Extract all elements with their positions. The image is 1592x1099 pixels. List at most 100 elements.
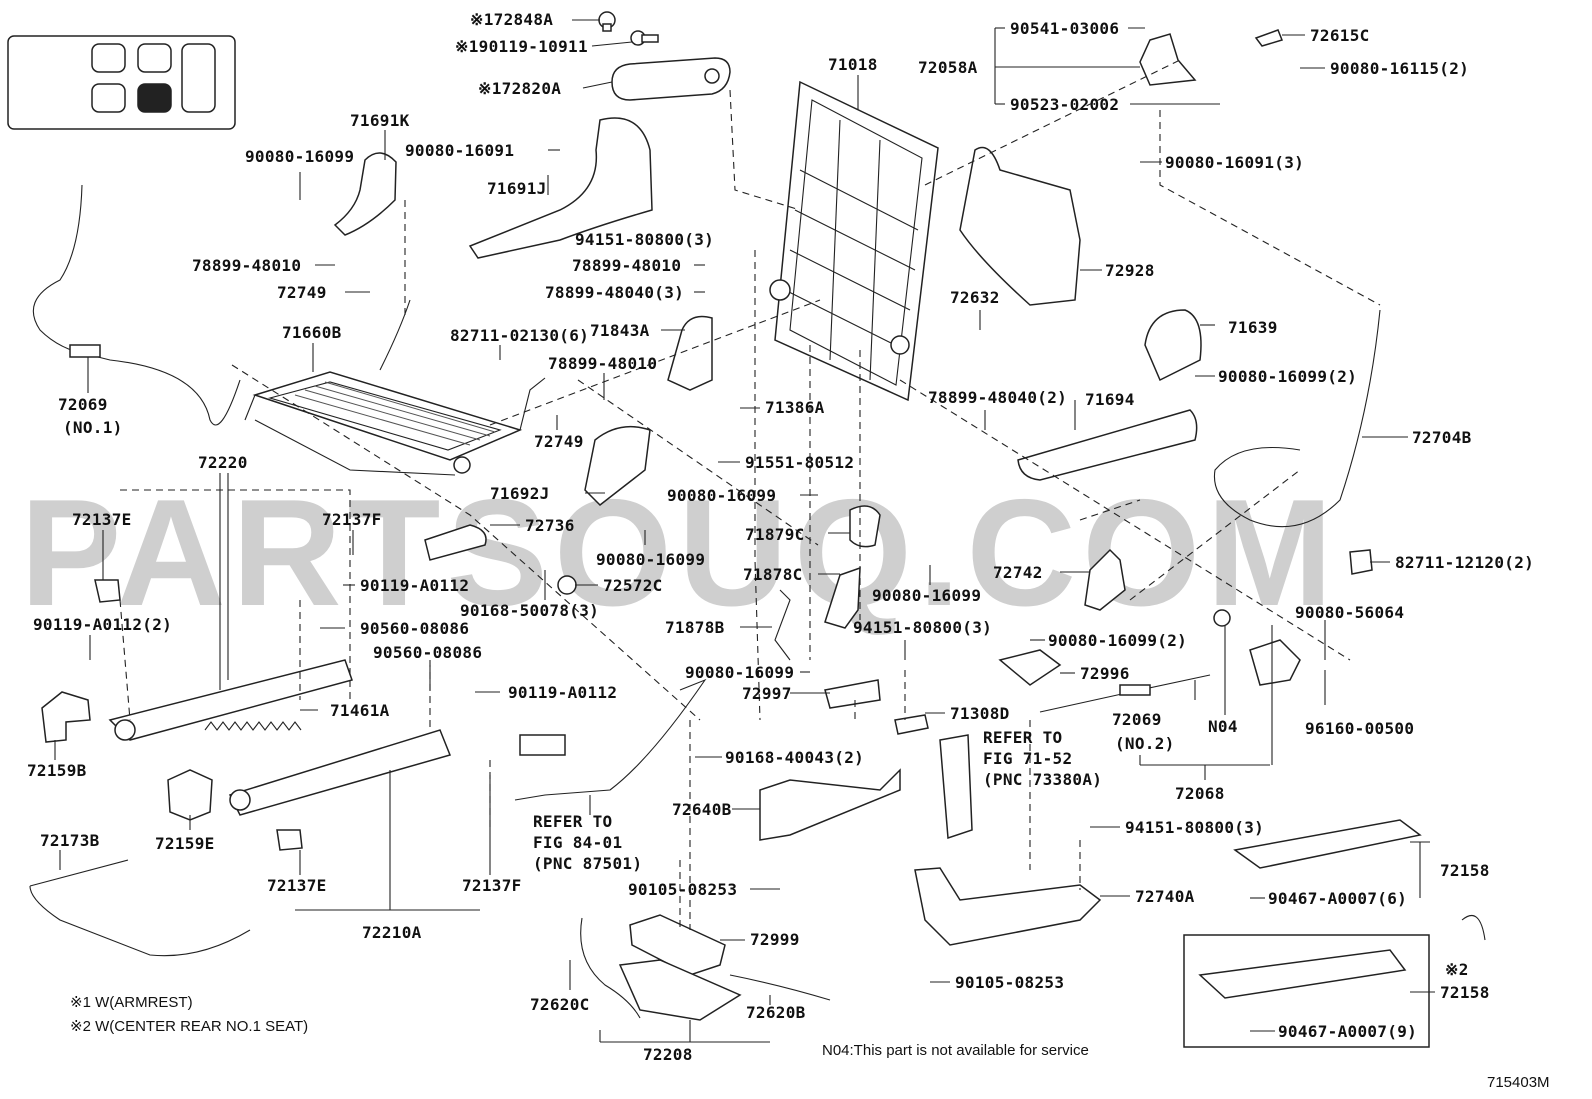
cover-72159B [41,691,91,743]
label-72572C: 72572C [603,576,663,595]
label-72742: 72742 [993,563,1043,582]
spring-71461A [204,721,302,731]
cushion-frame-71660B [244,299,546,476]
label-172820A: ※172820A [478,79,561,98]
label-90080-16099-c: 90080-16099 [667,486,776,505]
cover-72997 [824,679,881,709]
label-71660B: 71660B [282,323,342,342]
handle-72736 [424,524,487,561]
seat-track-72220 [108,659,353,741]
label-90105-08253-a: 90105-08253 [628,880,737,899]
label-90105-08253-b: 90105-08253 [955,973,1064,992]
cap-72137E-a [94,579,121,603]
label-90080-16099-f: 90080-16099(2) [1048,631,1187,650]
lock-72068 [1249,639,1301,686]
label-90467-A0007-a: 90467-A0007(6) [1268,889,1407,908]
label-90119-A0112-a: 90119-A0112 [360,576,469,595]
arrow-curved [1461,915,1486,941]
cover-71692J [584,425,651,506]
label-94151-80800-c: 94151-80800(3) [1125,818,1264,837]
cable-72620C [580,917,641,1019]
label-90560-08086-b: 90560-08086 [373,643,482,662]
label-90080-16099-b: 90080-16099(2) [1218,367,1357,386]
pad-72615C [1254,29,1284,47]
label-72928: 72928 [1105,261,1155,280]
lever-72058A [1139,33,1197,86]
diagram-code: 715403M [1487,1074,1550,1091]
handle-72996 [998,649,1062,686]
label-72749-a: 72749 [277,283,327,302]
bracket-71878C [824,566,861,629]
label-71878B: 71878B [665,618,725,637]
cover-72999 [629,914,726,976]
label-71461A: 71461A [330,701,390,720]
label-91551-80512: 91551-80512 [745,453,854,472]
label-72137F-a: 72137F [322,510,382,529]
label-90080-56064: 90080-56064 [1295,603,1404,622]
label-71691J: 71691J [487,179,547,198]
label-72069-no2: 72069 [1112,710,1162,729]
garnish-71694 [1017,409,1198,481]
seat-position-icon [7,35,236,130]
label-72704B: 72704B [1412,428,1472,447]
seatback-frame-71018 [769,80,939,402]
label-78899-48010-a: 78899-48010 [192,256,301,275]
label-90467-A0007-b: 90467-A0007(9) [1278,1022,1417,1041]
strip-72173B [29,859,251,957]
label-90119-A0112-c: 90119-A0112 [508,683,617,702]
label-72640B: 72640B [672,800,732,819]
label-72736: 72736 [525,516,575,535]
label-72137E-a: 72137E [72,510,132,529]
label-90523-02002: 90523-02002 [1010,95,1119,114]
label-refer-fig71-line1: REFER TO [983,728,1062,747]
label-72997: 72997 [742,684,792,703]
seat-track-72210A [228,729,452,816]
label-94151-80800-a: 94151-80800(3) [575,230,714,249]
label-N04: N04 [1208,717,1238,736]
label-refer-fig84-line3: (PNC 87501) [533,854,642,873]
label-94151-80800-b: 94151-80800(3) [853,618,992,637]
cable-72704B [1213,309,1381,528]
label-90080-16099-a: 90080-16099 [245,147,354,166]
label-72158-a: 72158 [1440,861,1490,880]
label-78899-48040-b: 78899-48040(2) [928,388,1067,407]
cover-72159E [167,769,213,821]
label-90541-03006: 90541-03006 [1010,19,1119,38]
label-72069-no1: 72069 [58,395,108,414]
label-172848A: ※172848A [470,10,553,29]
label-190119-10911: ※190119-10911 [455,37,588,56]
part-labels: ※172848A ※190119-10911 ※172820A 71018 72… [27,10,1534,1064]
label-71691K: 71691K [350,111,410,130]
clamp-82711-12120 [1349,549,1373,575]
armrest-172820A [611,57,731,101]
bracket-71691K [333,152,397,236]
label-refer-fig71-line2: FIG 71-52 [983,749,1072,768]
label-71878C: 71878C [743,565,803,584]
plate-72158-a [1233,819,1422,869]
label-72620B: 72620B [746,1003,806,1022]
label-72740A: 72740A [1135,887,1195,906]
cable-72069-no1 [32,184,241,426]
label-72158-b-mark: ※2 [1445,960,1469,979]
label-72999: 72999 [750,930,800,949]
cover-71843A [667,315,713,391]
label-71694: 71694 [1085,390,1135,409]
cover-71691J [468,117,653,259]
plate-72158-b [1198,949,1407,999]
label-72068: 72068 [1175,784,1225,803]
watermark: PARTSOUQ.COM [20,468,1339,638]
box-72158-b [1183,934,1430,1048]
label-refer-fig84-line1: REFER TO [533,812,612,831]
label-90119-A0112-b: 90119-A0112(2) [33,615,172,634]
label-90168-50078: 90168-50078(3) [460,601,599,620]
bolt-172848A [598,11,616,32]
leader-lines-solid [54,19,1435,1043]
label-72058A: 72058A [918,58,978,77]
label-90080-16099-e: 90080-16099 [872,586,981,605]
bracket-71308D [894,714,929,735]
label-72137F-b: 72137F [462,876,522,895]
label-71639: 71639 [1228,318,1278,337]
cap-72572C [557,575,577,595]
